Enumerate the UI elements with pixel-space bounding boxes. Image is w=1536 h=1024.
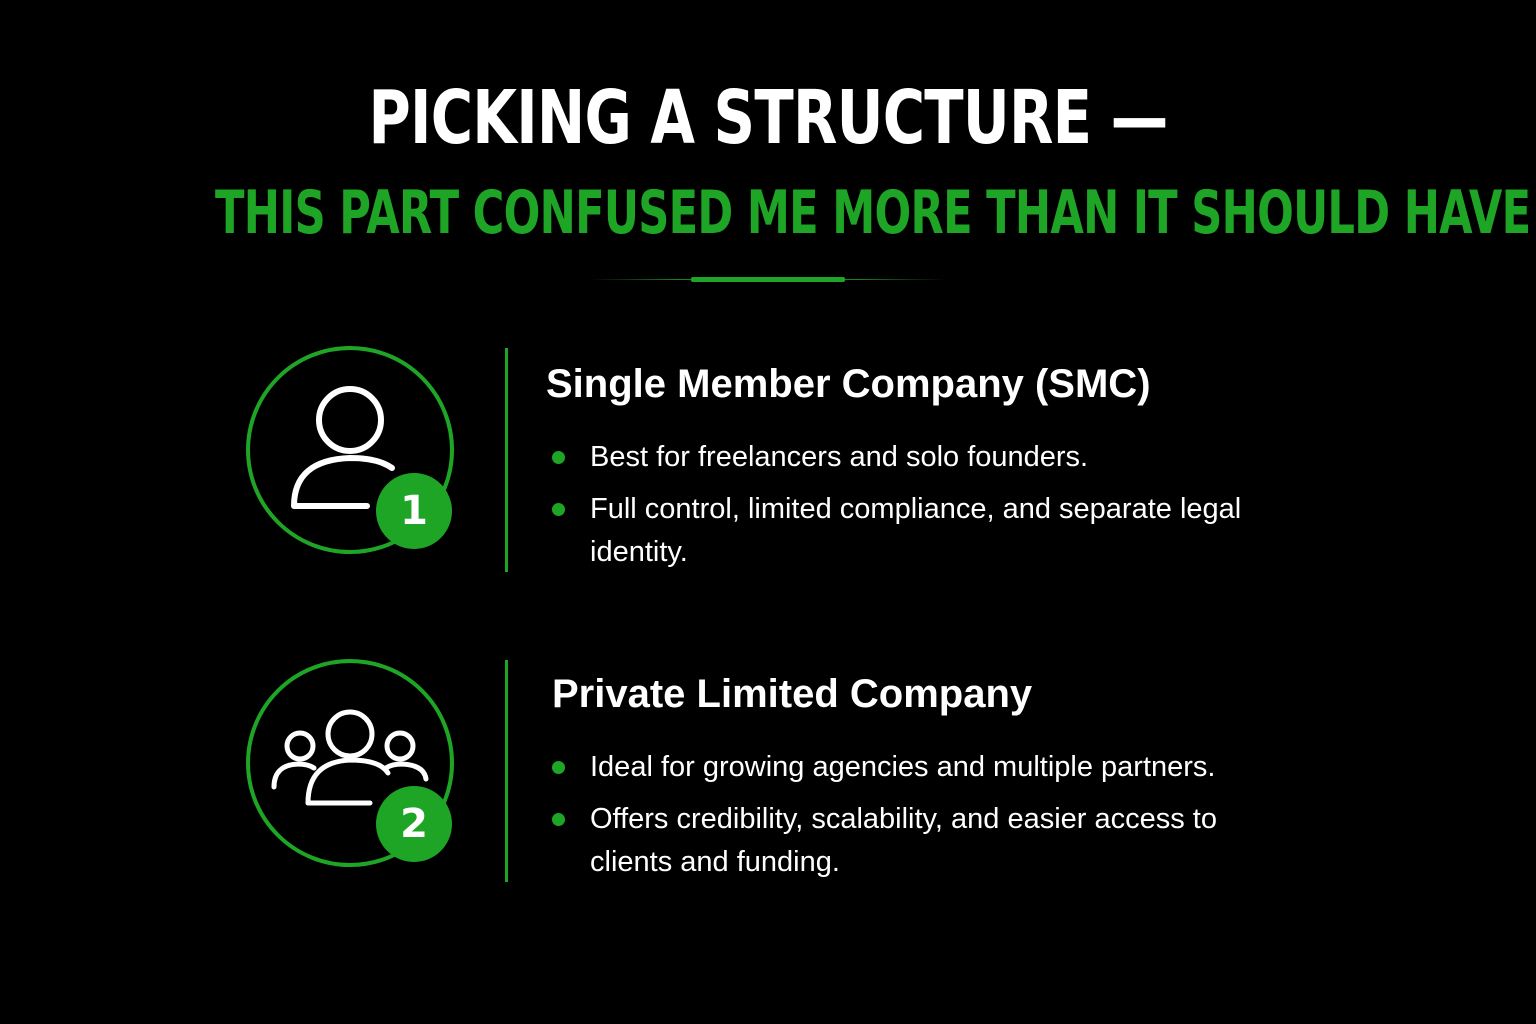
item-2-bullet-list: Ideal for growing agencies and multiple … (548, 746, 1258, 893)
single-person-icon (230, 330, 470, 570)
item-2-separator (505, 660, 508, 882)
bullet-text: Offers credibility, scalability, and eas… (590, 803, 1217, 878)
item-1-bullet-list: Best for freelancers and solo founders. … (548, 436, 1248, 583)
list-item: Best for freelancers and solo founders. (548, 436, 1248, 479)
list-item: Offers credibility, scalability, and eas… (548, 798, 1258, 884)
list-item: Ideal for growing agencies and multiple … (548, 746, 1258, 789)
page-subtitle: THIS PART CONFUSED ME MORE THAN IT SHOUL… (215, 178, 1531, 248)
item-2-heading: Private Limited Company (552, 672, 1033, 716)
page-title: PICKING A STRUCTURE — (368, 75, 1168, 161)
group-people-icon (230, 643, 470, 883)
bullet-text: Ideal for growing agencies and multiple … (590, 751, 1216, 783)
bullet-text: Best for freelancers and solo founders. (590, 441, 1089, 473)
header-divider-accent (691, 277, 845, 282)
item-1-separator (505, 348, 508, 572)
list-item: Full control, limited compliance, and se… (548, 488, 1248, 574)
badge-number-1: 1 (400, 488, 428, 534)
bullet-dot (552, 503, 565, 516)
bullet-dot (552, 761, 565, 774)
bullet-dot (552, 813, 565, 826)
item-1-heading: Single Member Company (SMC) (546, 362, 1151, 406)
bullet-text: Full control, limited compliance, and se… (590, 493, 1242, 568)
bullet-dot (552, 451, 565, 464)
badge-number-2: 2 (400, 801, 428, 847)
